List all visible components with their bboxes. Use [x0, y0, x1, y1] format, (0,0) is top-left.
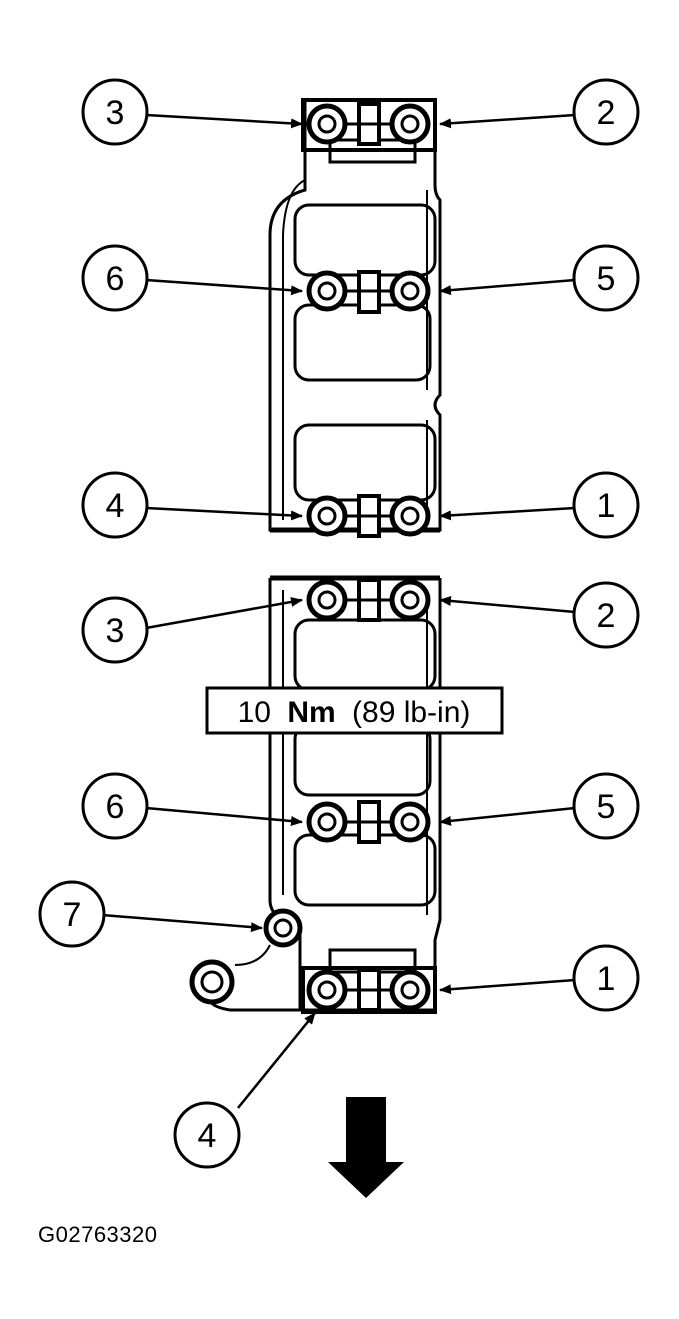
svg-text:7: 7 — [63, 896, 82, 934]
torque-spec-label: 10 Nm (89 lb-in) — [205, 686, 504, 735]
svg-text:10 Nm (89 lb-in): 10 Nm (89 lb-in) — [238, 696, 471, 729]
upper-gasket — [268, 98, 442, 533]
svg-text:1: 1 — [597, 960, 616, 998]
figure-id: G02763320 — [38, 1222, 158, 1247]
lower-bolt-row-mid — [306, 800, 431, 844]
upper-bolt-row-mid — [306, 270, 431, 314]
callout-upper-3: 3 — [81, 78, 149, 146]
callout-upper-4: 4 — [81, 471, 149, 539]
svg-text:1: 1 — [597, 487, 616, 525]
callout-lower-6: 6 — [81, 772, 149, 840]
callout-lower-2: 2 — [572, 581, 640, 649]
callout-lower-7: 7 — [38, 880, 106, 948]
svg-text:2: 2 — [597, 597, 616, 635]
torque-imperial: (89 lb-in) — [352, 696, 470, 729]
leader-lines — [101, 113, 576, 1109]
torque-value: 10 — [238, 696, 271, 729]
callout-upper-1: 1 — [572, 471, 640, 539]
stud-bolt-7 — [234, 908, 303, 966]
svg-text:3: 3 — [106, 94, 125, 132]
svg-text:4: 4 — [198, 1117, 217, 1155]
svg-text:4: 4 — [106, 487, 125, 525]
svg-text:6: 6 — [106, 260, 125, 298]
svg-text:2: 2 — [597, 94, 616, 132]
torque-unit: Nm — [287, 696, 335, 729]
callout-upper-5: 5 — [572, 244, 640, 312]
callout-upper-2: 2 — [572, 78, 640, 146]
callout-upper-6: 6 — [81, 244, 149, 312]
direction-arrow-down-icon — [328, 1097, 404, 1198]
callout-lower-5: 5 — [572, 772, 640, 840]
svg-text:3: 3 — [106, 612, 125, 650]
svg-text:6: 6 — [106, 788, 125, 826]
lower-gasket — [208, 575, 442, 1012]
loose-nut — [189, 959, 235, 1005]
callout-lower-3: 3 — [81, 596, 149, 664]
callout-lower-1: 1 — [572, 944, 640, 1012]
lower-bolt-row-top — [306, 578, 431, 622]
upper-bolt-row-top — [301, 98, 437, 152]
svg-text:5: 5 — [597, 788, 616, 826]
callout-lower-4: 4 — [173, 1101, 241, 1169]
lower-bolt-row-bottom — [301, 966, 437, 1014]
upper-bolt-row-bottom — [306, 494, 431, 538]
svg-text:5: 5 — [597, 260, 616, 298]
